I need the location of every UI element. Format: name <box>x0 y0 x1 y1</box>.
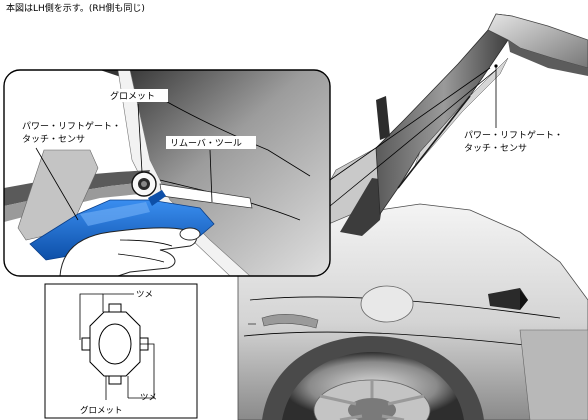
grommet-label-bg <box>106 89 168 102</box>
inset-tab-label-top: ツメ <box>136 290 153 300</box>
tool-label-bg <box>166 136 256 149</box>
grommet-inset <box>44 283 198 419</box>
vehicle-sensor-leader <box>494 64 498 128</box>
vehicle-sensor-label-line2: タッチ・センサ <box>464 143 527 154</box>
inset-tab-label-bottom: ツメ <box>140 393 157 403</box>
detail-tool-label: リムーバ・ツール <box>170 138 242 149</box>
detail-sensor-label-line1: パワー・リフトゲート・ <box>22 120 121 132</box>
inset-grommet-label: グロメット <box>80 405 123 416</box>
callout-connector <box>329 67 497 207</box>
illustration-note: 本図はLH側を示す。(RH側も同じ) <box>6 2 145 14</box>
vehicle-sensor-label-line1: パワー・リフトゲート・ <box>464 129 563 141</box>
vehicle-rear-view <box>237 13 588 420</box>
detail-sensor-label-line2: タッチ・センサ <box>22 134 85 145</box>
detail-grommet-label: グロメット <box>110 90 155 102</box>
